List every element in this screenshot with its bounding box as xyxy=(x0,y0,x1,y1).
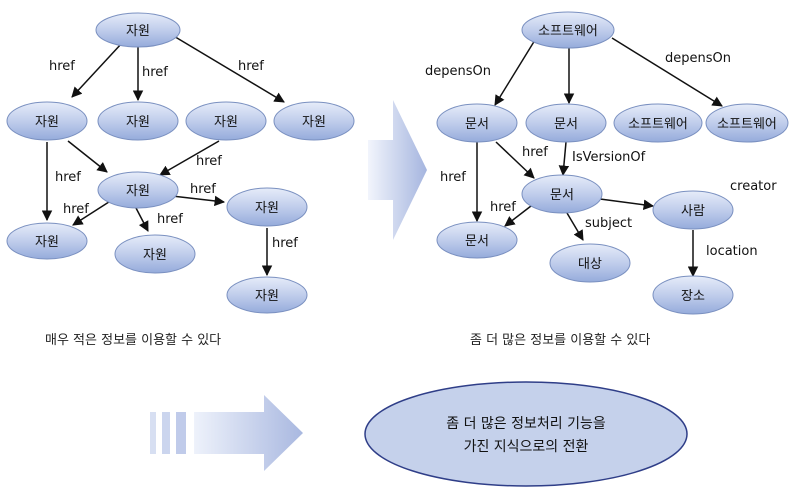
node-software-1 xyxy=(613,103,703,143)
node-label: 문서 xyxy=(550,188,574,203)
edge-label-creator: creator xyxy=(730,179,777,194)
edge-top-to-r1a xyxy=(71,42,123,98)
striped-arrow xyxy=(150,395,303,471)
message-oval xyxy=(364,381,688,487)
node-label: 문서 xyxy=(465,117,489,132)
node-document-3 xyxy=(521,174,603,214)
node-software-top xyxy=(521,11,615,49)
edge-label-href: href xyxy=(490,200,516,215)
node-label: 문서 xyxy=(465,234,489,249)
node-resource-middle xyxy=(97,171,179,209)
edge-r1a-to-mid xyxy=(67,140,108,173)
edge-doc2-to-doc3 xyxy=(558,141,570,177)
node-resource-top xyxy=(95,12,181,48)
node-resource-bottom-middle xyxy=(114,234,196,274)
edge-label-href: href xyxy=(190,182,216,197)
edge-label-href: href xyxy=(196,154,222,169)
right-graph: 소프트웨어 문서 문서 소프트웨어 소프트웨어 문서 문서 대상 사람 장소 d… xyxy=(425,11,789,348)
right-graph-edges xyxy=(471,37,723,278)
node-label: 자원 xyxy=(255,289,279,304)
edge-label-href: href xyxy=(55,170,81,185)
edge-doc3-to-target xyxy=(566,212,584,241)
node-label: 자원 xyxy=(35,235,59,250)
node-label: 자원 xyxy=(255,201,279,216)
node-resource-row1-b xyxy=(97,101,179,141)
arrow-stripe xyxy=(162,412,170,454)
node-label: 소프트웨어 xyxy=(538,24,598,39)
edge-mid-to-bm xyxy=(135,207,149,232)
edge-label-location: location xyxy=(706,244,758,259)
transition-arrow xyxy=(368,100,427,240)
edge-label-href: href xyxy=(142,65,168,80)
left-graph-nodes xyxy=(6,12,355,314)
edge-label-href: href xyxy=(157,212,183,227)
node-resource-bottom-right xyxy=(226,276,308,314)
edge-label-subject: subject xyxy=(585,216,632,231)
edge-top-to-r1d xyxy=(171,34,285,103)
arrow-stripe xyxy=(176,412,186,454)
left-graph-edges xyxy=(41,34,285,277)
transition-message: 좀 더 많은 정보처리 기능을 가진 지식으로의 전환 xyxy=(364,381,688,487)
node-person xyxy=(652,190,734,230)
left-graph: 자원 자원 자원 자원 자원 자원 자원 자원 자원 자원 href href … xyxy=(6,12,355,348)
right-graph-caption: 좀 더 많은 정보를 이용할 수 있다 xyxy=(470,333,650,348)
node-target xyxy=(549,243,631,283)
edge-label-href: href xyxy=(522,145,548,160)
node-label: 소프트웨어 xyxy=(628,117,688,132)
node-label: 대상 xyxy=(578,257,602,272)
edge-label-is-version-of: IsVersionOf xyxy=(572,150,646,165)
edge-doc3-to-person xyxy=(599,198,655,210)
edge-label-href: href xyxy=(440,170,466,185)
edge-label-href: href xyxy=(63,202,89,217)
node-resource-row1-c xyxy=(185,101,267,141)
node-label: 자원 xyxy=(126,24,150,39)
edge-label-depends-on: depensOn xyxy=(425,64,491,79)
node-label: 자원 xyxy=(126,115,150,130)
node-resource-row1-a xyxy=(6,101,88,141)
edge-software-to-doc1 xyxy=(494,39,536,106)
node-label: 사람 xyxy=(681,204,705,219)
edge-mid-to-bl xyxy=(72,199,113,226)
arrow-stripe xyxy=(150,412,156,454)
edge-doc3-to-doc4 xyxy=(504,205,532,227)
edge-label-href: href xyxy=(238,59,264,74)
node-software-2 xyxy=(705,103,789,143)
node-document-1 xyxy=(436,103,518,143)
node-resource-row1-d xyxy=(273,101,355,141)
node-label: 장소 xyxy=(681,289,705,304)
node-label: 자원 xyxy=(35,115,59,130)
node-document-4 xyxy=(436,221,518,259)
edge-mid-to-mr xyxy=(171,195,226,207)
node-label: 자원 xyxy=(126,184,150,199)
edge-software-to-sw2 xyxy=(611,37,723,107)
node-document-2 xyxy=(525,103,607,143)
edge-label-depends-on: depensOn xyxy=(665,51,731,66)
node-place xyxy=(652,275,734,315)
node-label: 소프트웨어 xyxy=(717,117,777,132)
message-line-1: 좀 더 많은 정보처리 기능을 xyxy=(446,416,606,432)
node-label: 자원 xyxy=(302,115,326,130)
right-graph-nodes xyxy=(436,11,789,315)
node-resource-middle-right xyxy=(226,187,308,227)
edge-label-href: href xyxy=(272,236,298,251)
node-label: 자원 xyxy=(143,248,167,263)
node-label: 자원 xyxy=(214,115,238,130)
edge-label-href: href xyxy=(49,59,75,74)
arrow-body xyxy=(194,395,303,471)
node-label: 문서 xyxy=(554,117,578,132)
edge-r1c-to-mid xyxy=(159,140,220,176)
left-graph-caption: 매우 적은 정보를 이용할 수 있다 xyxy=(45,333,221,348)
node-resource-bottom-left xyxy=(6,222,88,260)
edge-doc1-to-doc3 xyxy=(495,141,535,179)
message-line-2: 가진 지식으로의 전환 xyxy=(464,439,589,455)
